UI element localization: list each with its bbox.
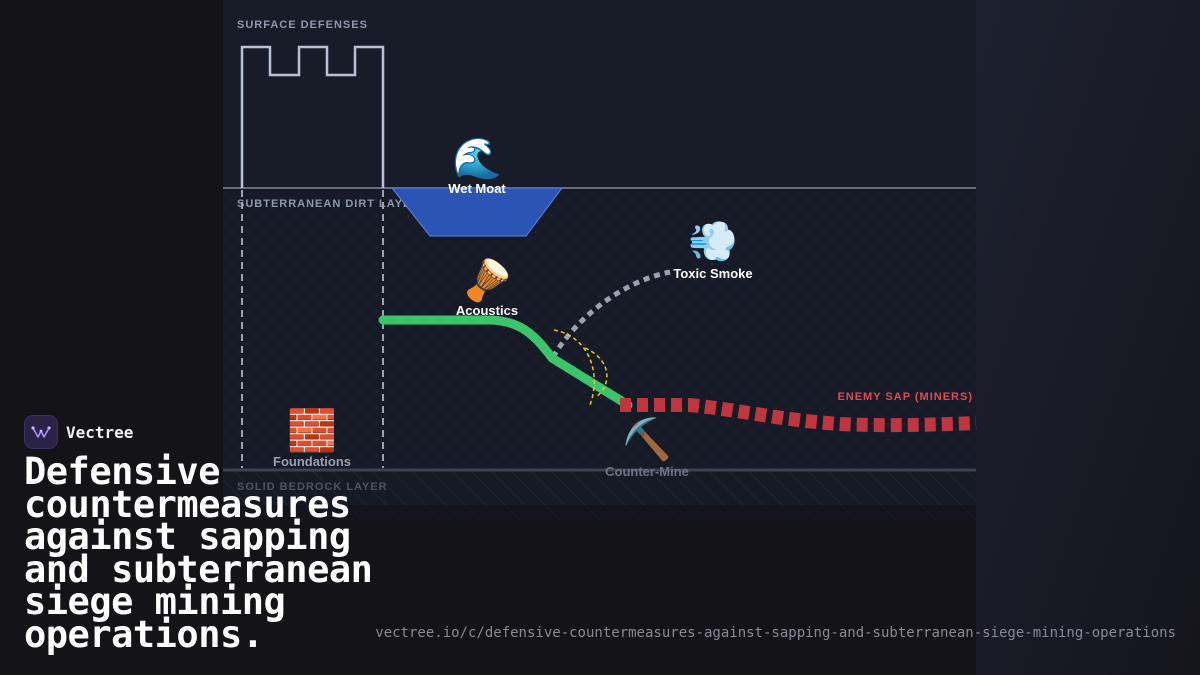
bedrock-layer-label: SOLID BEDROCK LAYER: [237, 481, 388, 493]
wave-icon: 🌊: [452, 135, 502, 182]
moat-label: Wet Moat: [448, 181, 506, 196]
page-title: Defensive countermeasures against sappin…: [24, 450, 373, 656]
pickaxe-icon: ⛏️: [622, 416, 672, 463]
brand: Vectree: [24, 415, 133, 449]
moat-shape: [390, 187, 563, 237]
smoke-label: Toxic Smoke: [673, 266, 752, 281]
right-ambient-panel: [976, 0, 1200, 675]
surface-zone: [223, 0, 976, 188]
counter-mine-tunnel: [378, 315, 633, 410]
enemy-sap-label: ENEMY SAP (MINERS): [837, 391, 973, 403]
surface-layer-label: SURFACE DEFENSES: [237, 19, 368, 31]
dirt-layer-label: SUBTERRANEAN DIRT LAYER: [237, 198, 420, 210]
vectree-logo-icon: [24, 415, 58, 449]
acoustics-label: Acoustics: [456, 303, 518, 318]
smoke-path: [550, 269, 671, 359]
page-url[interactable]: vectree.io/c/defensive-countermeasures-a…: [375, 625, 1176, 641]
acoustic-wave-outer: [553, 329, 595, 406]
castle-wall-outline: [240, 45, 385, 188]
brand-name: Vectree: [66, 422, 134, 442]
enemy-sap-tunnel: [620, 398, 977, 433]
brick-icon: 🧱: [287, 407, 337, 454]
counter-mine-label: Counter-Mine: [605, 464, 689, 479]
foundations-label: Foundations: [273, 454, 351, 469]
acoustic-wave-inner: [584, 347, 608, 398]
smoke-icon: 💨: [688, 219, 738, 265]
drum-icon: 🪘: [462, 256, 512, 304]
bottom-fade: [223, 520, 976, 675]
